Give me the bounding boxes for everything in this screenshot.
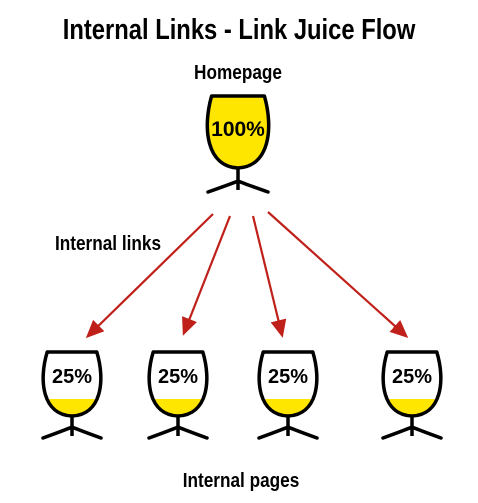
page-glass-1-foot: [41, 425, 103, 440]
page-glass-1: 25%: [41, 350, 103, 440]
page-glass-4-foot: [381, 425, 443, 440]
diagram-title: Internal Links - Link Juice Flow: [63, 13, 416, 46]
link-arrow-2: [182, 215, 232, 336]
internal-links-label: Internal links: [55, 232, 161, 255]
page-glass-4-bowl: [381, 350, 443, 418]
page-glass-2-foot: [147, 425, 209, 440]
link-arrow-1: [85, 213, 214, 339]
homepage-label: Homepage: [194, 61, 282, 84]
page-glass-3-foot: [257, 425, 319, 440]
homepage-glass-shape: 100%: [205, 94, 271, 194]
page-glass-3-bowl: [257, 350, 319, 418]
page-glass-2: 25%: [147, 350, 209, 440]
page-glass-2-bowl: [147, 350, 209, 418]
page-glass-4-percent: 25%: [392, 366, 432, 388]
page-glass-1-bowl: [41, 350, 103, 418]
page-glass-2-percent: 25%: [158, 366, 198, 388]
link-arrow-3: [251, 215, 287, 338]
page-glass-4: 25%: [381, 350, 443, 440]
link-arrows: [85, 211, 409, 339]
page-glass-3: 25%: [257, 350, 319, 440]
homepage-glass-shape-juice-fill: [207, 96, 269, 168]
homepage-glass: 100%: [205, 94, 271, 194]
page-glass-3-percent: 25%: [268, 366, 308, 388]
homepage-glass-shape-bowl: [205, 94, 271, 170]
homepage-glass-shape-foot: [206, 179, 270, 194]
link-arrow-4: [267, 211, 409, 339]
internal-pages-label: Internal pages: [183, 469, 300, 492]
page-glass-1-percent: 25%: [52, 366, 92, 388]
homepage-glass-shape-percent: 100%: [211, 118, 265, 141]
internal-page-glasses: 25% 25% 25% 25%: [41, 350, 443, 440]
